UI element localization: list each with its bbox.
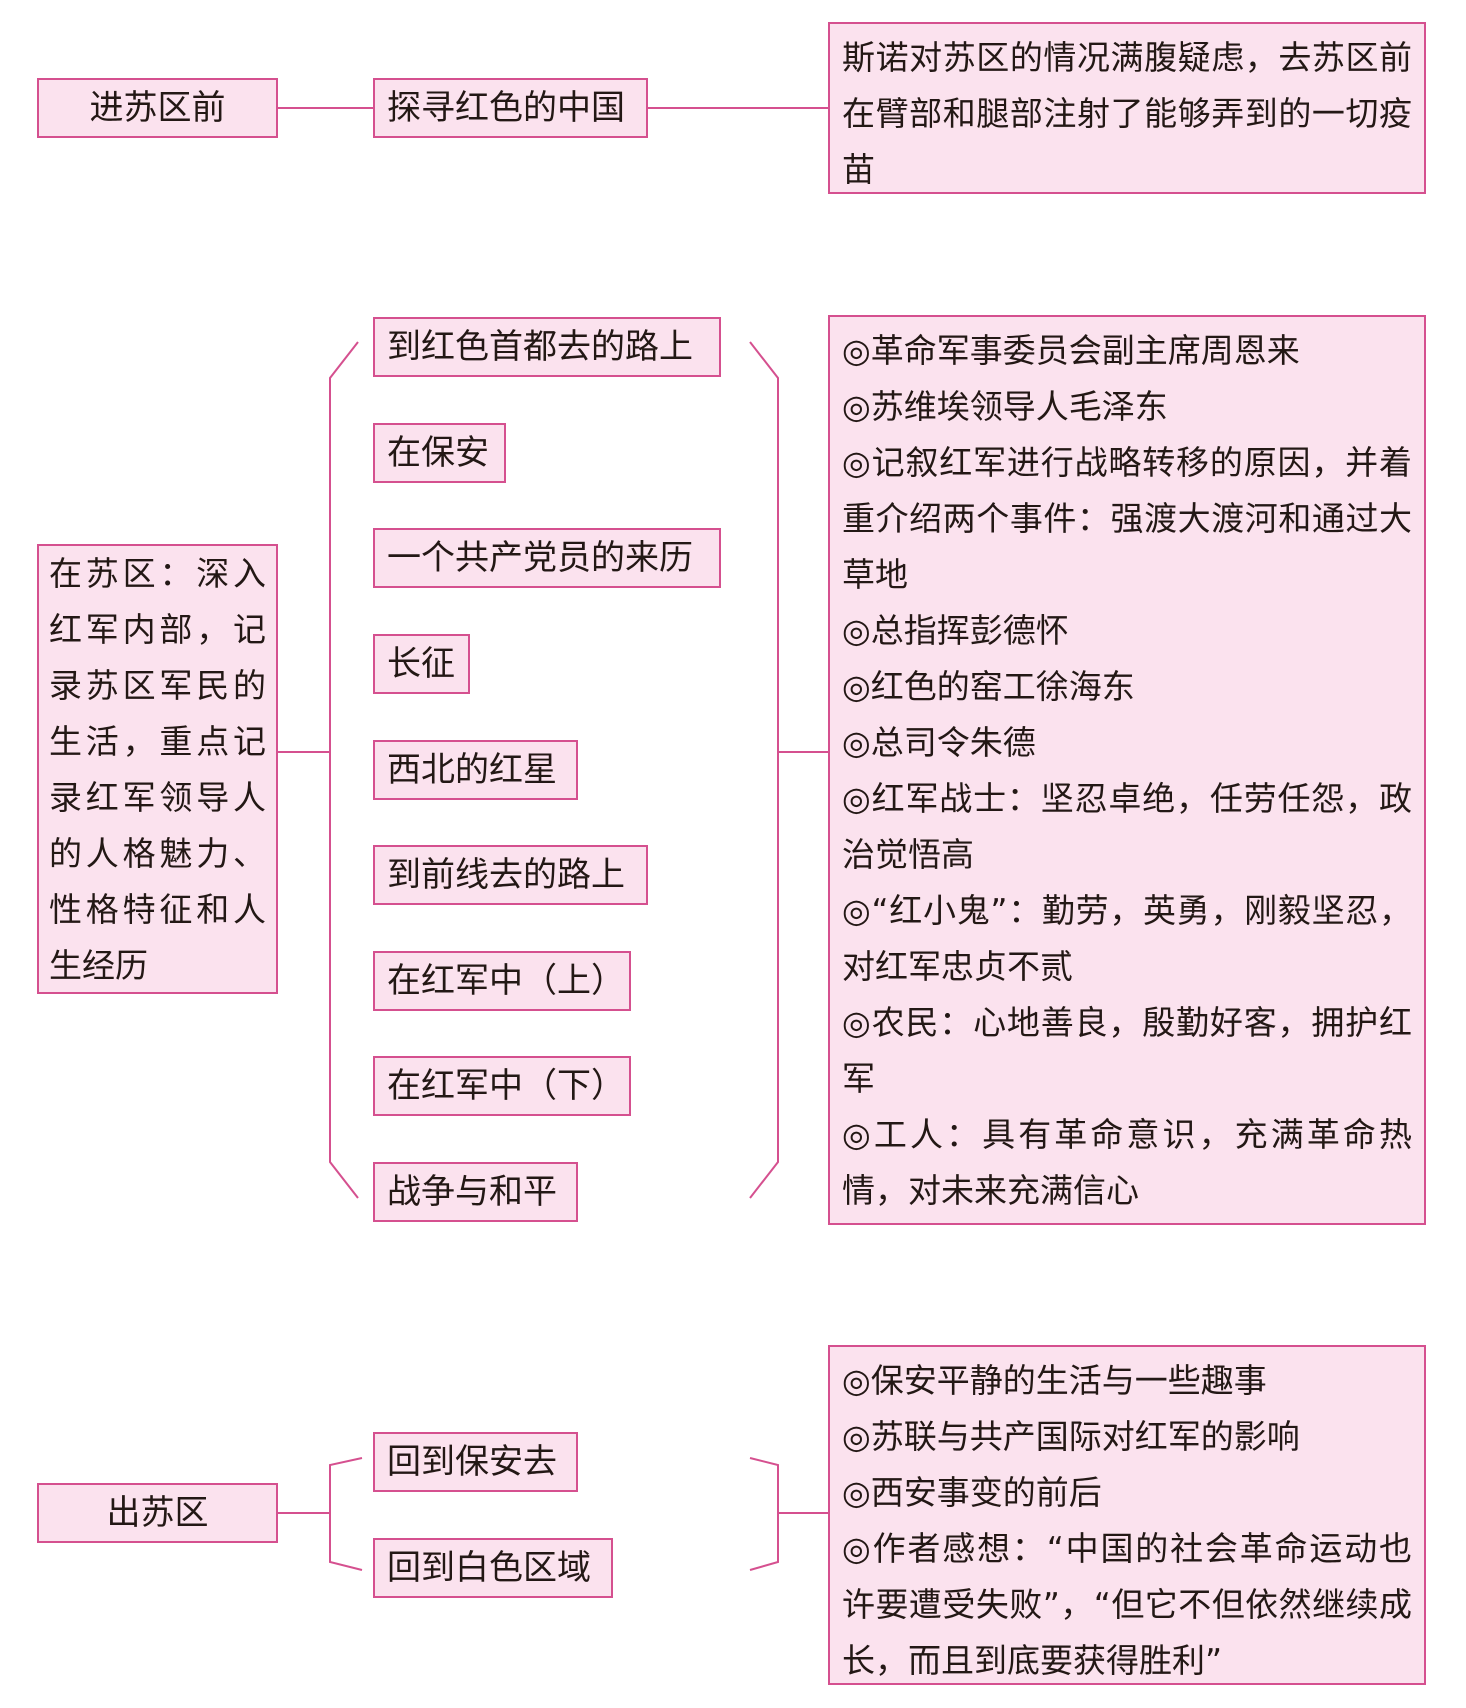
- after-title-box: 出苏区: [37, 1483, 278, 1543]
- in-detail-item: ◎总司令朱德: [842, 723, 1036, 762]
- in-chapter-5: 到前线去的路上: [387, 854, 625, 895]
- after-chapter-box: 回到保安去: [373, 1432, 578, 1492]
- in-detail-box: ◎革命军事委员会副主席周恩来 ◎苏维埃领导人毛泽东 ◎记叙红军进行战略转移的原因…: [828, 315, 1426, 1225]
- before-detail-box: 斯诺对苏区的情况满腹疑虑，去苏区前在臂部和腿部注射了能够弄到的一切疫苗: [828, 22, 1426, 194]
- in-chapter-0: 到红色首都去的路上: [387, 326, 693, 367]
- before-chapter: 探寻红色的中国: [387, 87, 625, 128]
- before-title: 进苏区前: [89, 87, 226, 128]
- after-chapter-0: 回到保安去: [387, 1441, 557, 1482]
- in-title-box: 在苏区：深入红军内部，记录苏区军民的生活，重点记录红军领导人的人格魅力、性格特征…: [37, 544, 278, 994]
- in-title: 在苏区：深入红军内部，记录苏区军民的生活，重点记录红军领导人的人格魅力、性格特征…: [49, 554, 266, 985]
- in-chapter-1: 在保安: [387, 432, 489, 473]
- after-detail-box: ◎保安平静的生活与一些趣事 ◎苏联与共产国际对红军的影响 ◎西安事变的前后 ◎作…: [828, 1345, 1426, 1685]
- in-chapter-2: 一个共产党员的来历: [387, 537, 693, 578]
- in-detail-item: ◎红军战士：坚忍卓绝，任劳任怨，政治觉悟高: [842, 779, 1412, 874]
- after-chapter-box: 回到白色区域: [373, 1538, 613, 1598]
- before-title-box: 进苏区前: [37, 78, 278, 138]
- in-chapter-box: 战争与和平: [373, 1162, 578, 1222]
- in-chapter-6: 在红军中（上）: [387, 960, 625, 1001]
- in-detail-item: ◎“红小鬼”：勤劳，英勇，刚毅坚忍，对红军忠贞不贰: [842, 891, 1412, 986]
- in-chapter-8: 战争与和平: [387, 1171, 557, 1212]
- left-bracket-after: [329, 1457, 363, 1571]
- in-detail-item: ◎苏维埃领导人毛泽东: [842, 387, 1168, 426]
- after-detail-item: ◎保安平静的生活与一些趣事: [842, 1361, 1267, 1400]
- in-detail-item: ◎工人：具有革命意识，充满革命热情，对未来充满信心: [842, 1115, 1412, 1210]
- in-detail-item: ◎总指挥彭德怀: [842, 611, 1069, 650]
- in-chapter-box: 到红色首都去的路上: [373, 317, 721, 377]
- in-chapter-box: 在红军中（下）: [373, 1056, 631, 1116]
- in-chapter-box: 在保安: [373, 423, 506, 483]
- left-bracket-in: [329, 341, 359, 1199]
- after-chapter-1: 回到白色区域: [387, 1547, 591, 1588]
- in-detail-item: ◎农民：心地善良，殷勤好客，拥护红军: [842, 1003, 1412, 1098]
- right-bracket-after: [749, 1457, 779, 1571]
- in-chapter-4: 西北的红星: [387, 749, 557, 790]
- in-detail-item: ◎红色的窑工徐海东: [842, 667, 1135, 706]
- in-detail-item: ◎革命军事委员会副主席周恩来: [842, 331, 1300, 370]
- after-title: 出苏区: [106, 1492, 209, 1533]
- before-chapter-box: 探寻红色的中国: [373, 78, 648, 138]
- in-chapter-box: 一个共产党员的来历: [373, 528, 721, 588]
- before-detail: 斯诺对苏区的情况满腹疑虑，去苏区前在臂部和腿部注射了能够弄到的一切疫苗: [842, 38, 1412, 189]
- right-bracket-in: [749, 341, 779, 1199]
- in-chapter-box: 西北的红星: [373, 740, 578, 800]
- in-chapter-box: 在红军中（上）: [373, 951, 631, 1011]
- after-detail-item: ◎作者感想：“中国的社会革命运动也许要遭受失败”，“但它不但依然继续成长，而且到…: [842, 1529, 1412, 1680]
- in-chapter-box: 到前线去的路上: [373, 845, 648, 905]
- in-chapter-3: 长征: [387, 643, 455, 684]
- in-detail-item: ◎记叙红军进行战略转移的原因，并着重介绍两个事件：强渡大渡河和通过大草地: [842, 443, 1412, 594]
- after-detail-item: ◎西安事变的前后: [842, 1473, 1102, 1512]
- after-detail-item: ◎苏联与共产国际对红军的影响: [842, 1417, 1300, 1456]
- in-chapter-7: 在红军中（下）: [387, 1065, 625, 1106]
- in-chapter-box: 长征: [373, 634, 470, 694]
